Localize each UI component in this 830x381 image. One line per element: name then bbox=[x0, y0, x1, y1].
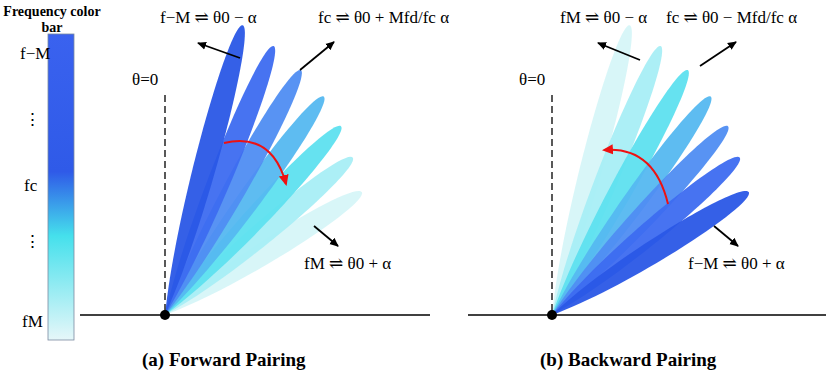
formula-label: f−M ⇌ θ0 + α bbox=[688, 254, 785, 274]
formula-label: ⋮ bbox=[24, 232, 41, 252]
normal-line bbox=[164, 95, 165, 312]
formula-label: f−M ⇌ θ0 − α bbox=[160, 8, 257, 28]
formula-label: θ=0 bbox=[132, 70, 158, 90]
formula-label: fc bbox=[24, 176, 37, 196]
antenna-dot bbox=[160, 310, 170, 320]
color-bar bbox=[48, 34, 74, 340]
pointer-arrow bbox=[314, 226, 338, 246]
panel-title: (b) Backward Pairing bbox=[540, 349, 716, 371]
beams-forward bbox=[154, 22, 368, 325]
formula-label: fM ⇌ θ0 + α bbox=[304, 254, 391, 274]
formula-label: fc ⇌ θ0 + Mfd/fc α bbox=[318, 8, 449, 28]
pointer-arrow bbox=[714, 226, 738, 246]
pointer-arrow bbox=[198, 43, 240, 58]
pointer-arrow bbox=[598, 43, 640, 60]
colorbar-title: Frequency color bar bbox=[2, 4, 102, 36]
formula-label: ⋮ bbox=[24, 110, 41, 130]
beam-lobe bbox=[154, 22, 254, 318]
formula-label: fc ⇌ θ0 − Mfd/fc α bbox=[666, 8, 797, 28]
antenna-dot bbox=[547, 310, 557, 320]
ground-line bbox=[80, 314, 430, 316]
ground-line bbox=[468, 314, 826, 316]
formula-label: θ=0 bbox=[519, 70, 545, 90]
panel-title: (a) Forward Pairing bbox=[142, 349, 306, 371]
pointer-arrow bbox=[700, 42, 736, 66]
beam-lobe bbox=[546, 182, 755, 324]
pointer-arrow bbox=[300, 42, 334, 70]
normal-line bbox=[551, 95, 552, 312]
formula-label: fM bbox=[22, 312, 43, 332]
rotation-arrow bbox=[604, 150, 668, 204]
formula-label: f−M bbox=[20, 44, 50, 64]
beams-backward bbox=[541, 22, 755, 325]
formula-label: fM ⇌ θ0 − α bbox=[560, 8, 647, 28]
rotation-arrow bbox=[224, 141, 286, 184]
